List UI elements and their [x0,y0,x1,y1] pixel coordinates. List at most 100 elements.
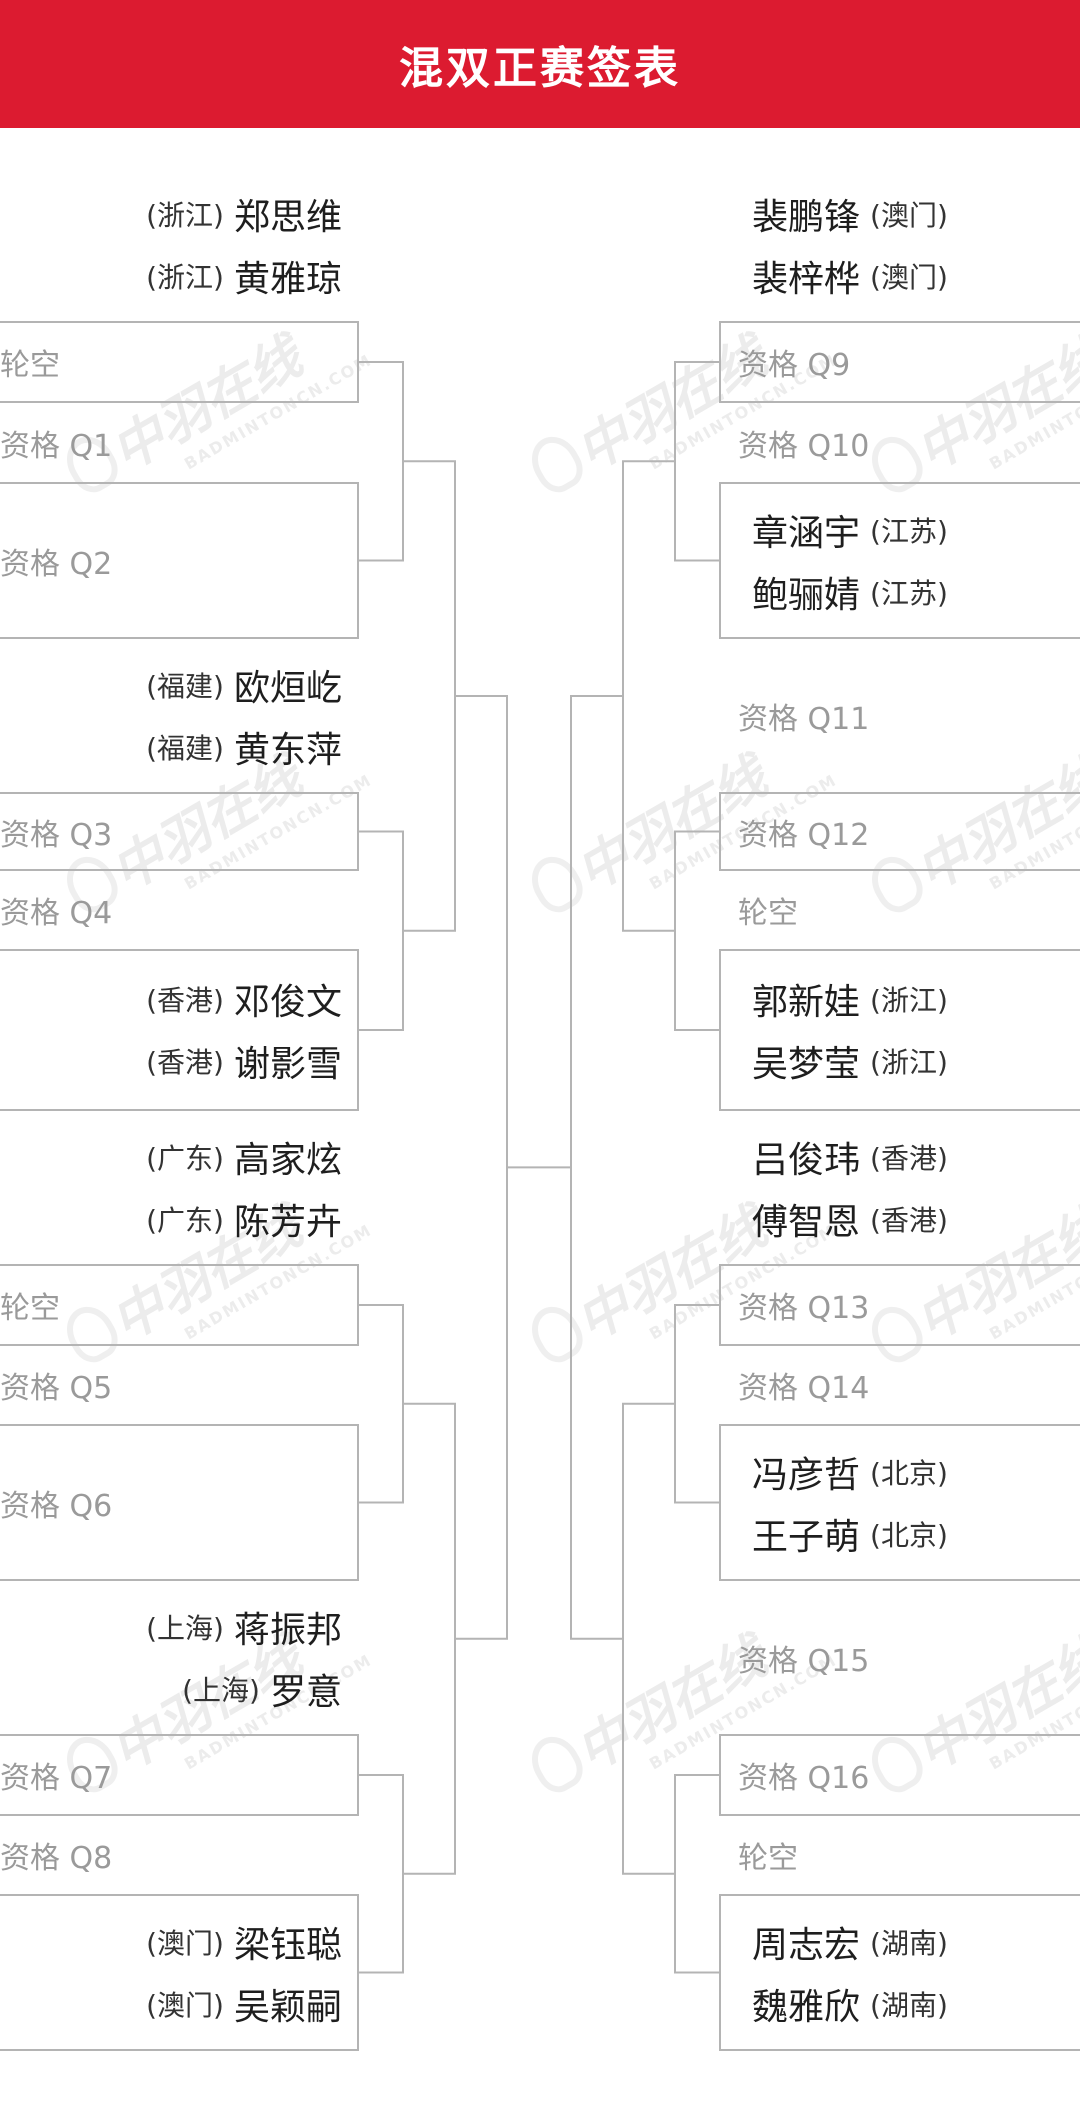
player-name: 吕俊玮 [752,1139,861,1181]
pair-slot-left-1: (浙江) 郑思维 (浙江) 黄雅琼 [0,183,342,307]
player-province: (江苏) [870,514,948,548]
placeholder-label: 轮空 [738,896,798,931]
pair-slot-left-13: (上海) 蒋振邦 (上海) 罗意 [0,1596,342,1720]
player-name: 王子萌 [752,1516,861,1558]
placeholder-label: 资格 Q13 [738,1291,870,1326]
player-line: (香港)邓俊文 [0,968,342,1030]
player-line: 冯彦哲(北京) [752,1441,1072,1503]
player-province: (北京) [870,1456,948,1490]
placeholder-label: 轮空 [0,1291,60,1326]
player-line: 鲍骊婧(江苏) [752,561,1072,623]
player-name: 魏雅欣 [752,1986,861,2028]
player-province: (澳门) [870,260,948,294]
player-name: 罗意 [269,1671,342,1713]
player-name: 邓俊文 [233,982,342,1023]
left-r2-connector-4 [358,1774,404,1974]
player-province: (香港) [146,1046,224,1079]
player-name: 郭新娃 [752,982,861,1023]
right-r2-connector-4 [674,1774,720,1974]
player-province: (浙江) [870,1046,948,1079]
placeholder-slot-left-15: 资格 Q8 [0,1833,342,1877]
pair-slot-right-1: 裴鹏锋 (澳门) 裴梓桦 (澳门) [752,183,1072,307]
player-name: 傅智恩 [752,1201,861,1243]
player-line: (福建) 欧烜屹 [0,654,342,716]
left-semifinal-connector [455,695,508,1640]
player-name: 陈芳卉 [233,1201,342,1243]
watermark-logo-icon [522,1297,591,1370]
placeholder-slot-left-3: 资格 Q1 [0,421,342,465]
left-r2-connector-2 [358,830,404,1031]
left-r2-connector-1 [358,361,404,562]
placeholder-slot-left-10: 轮空 [0,1283,342,1327]
player-line: 吕俊玮(香港) [752,1126,1072,1188]
placeholder-slot-right-3: 资格 Q10 [738,421,1058,465]
player-name: 欧烜屹 [233,667,342,709]
placeholder-label: 资格 Q8 [0,1841,113,1876]
player-line: 魏雅欣(湖南) [752,1973,1072,2035]
placeholder-label: 资格 Q11 [738,701,870,737]
player-line: 周志宏(湖南) [752,1911,1072,1973]
right-r3-connector-2 [622,1402,675,1875]
placeholder-slot-left-7: 资格 Q4 [0,888,342,932]
player-province: (澳门) [870,198,948,232]
watermark-logo-icon [522,847,591,920]
placeholder-slot-right-10: 资格 Q13 [738,1283,1058,1327]
player-name: 梁钰聪 [233,1924,342,1966]
watermark-logo-icon [522,1727,591,1800]
player-province: (上海) [146,1611,224,1645]
pair-slot-right-9: 吕俊玮(香港) 傅智恩 (香港) [752,1126,1072,1250]
player-line: (广东) 陈芳卉 [0,1188,342,1250]
pair-slot-right-12: 冯彦哲(北京) 王子萌 (北京) [752,1441,1072,1565]
placeholder-slot-left-4: 资格 Q2 [0,539,342,583]
player-line: 傅智恩 (香港) [752,1188,1072,1250]
placeholder-slot-left-2: 轮空 [0,340,342,384]
player-line: 裴鹏锋 (澳门) [752,183,1072,245]
player-province: (福建) [146,669,224,703]
placeholder-label: 资格 Q5 [0,1371,113,1406]
player-province: (江苏) [870,576,948,610]
player-province: (浙江) [870,984,948,1017]
player-line: (浙江) 黄雅琼 [0,245,342,307]
player-province: (香港) [870,1203,948,1237]
placeholder-slot-left-12: 资格 Q6 [0,1481,342,1525]
player-province: (广东) [146,1203,224,1237]
player-name: 吴梦莹 [752,1044,861,1085]
player-province: (北京) [870,1518,948,1552]
left-r3-connector-1 [403,460,456,932]
right-r2-connector-2 [674,830,720,1031]
player-province: (湖南) [870,1926,948,1960]
player-province: (上海) [182,1673,260,1707]
placeholder-slot-right-2: 资格 Q9 [738,340,1058,384]
placeholder-slot-left-6: 资格 Q3 [0,810,342,854]
right-semifinal-connector [570,695,623,1640]
placeholder-label: 资格 Q10 [738,428,870,464]
pair-slot-left-16: (澳门) 梁钰聪 (澳门)吴颖嗣 [0,1911,342,2035]
player-name: 黄雅琼 [233,258,342,300]
placeholder-slot-left-14: 资格 Q7 [0,1753,342,1797]
player-name: 高家炫 [233,1139,342,1181]
placeholder-slot-right-11: 资格 Q14 [738,1363,1058,1407]
player-name: 郑思维 [233,196,342,238]
placeholder-slot-right-15: 轮空 [738,1833,1058,1877]
player-province: (澳门) [146,1988,224,2022]
player-line: 章涵宇(江苏) [752,499,1072,561]
player-province: (浙江) [146,260,224,294]
placeholder-label: 轮空 [738,1841,798,1876]
player-line: 裴梓桦 (澳门) [752,245,1072,307]
player-name: 蒋振邦 [233,1609,342,1651]
placeholder-label: 资格 Q14 [738,1371,870,1406]
player-name: 裴梓桦 [752,258,861,300]
player-line: (上海) 罗意 [0,1658,342,1720]
player-line: (澳门)吴颖嗣 [0,1973,342,2035]
player-province: (澳门) [146,1926,224,1960]
placeholder-label: 资格 Q4 [0,896,113,931]
placeholder-label: 资格 Q7 [0,1761,113,1796]
player-name: 裴鹏锋 [752,196,861,238]
player-line: (广东)高家炫 [0,1126,342,1188]
right-r2-connector-3 [674,1304,720,1504]
pair-slot-right-8: 郭新娃 (浙江) 吴梦莹 (浙江) [752,968,1072,1092]
placeholder-slot-right-5: 资格 Q11 [738,694,1058,738]
placeholder-label: 轮空 [0,348,60,383]
